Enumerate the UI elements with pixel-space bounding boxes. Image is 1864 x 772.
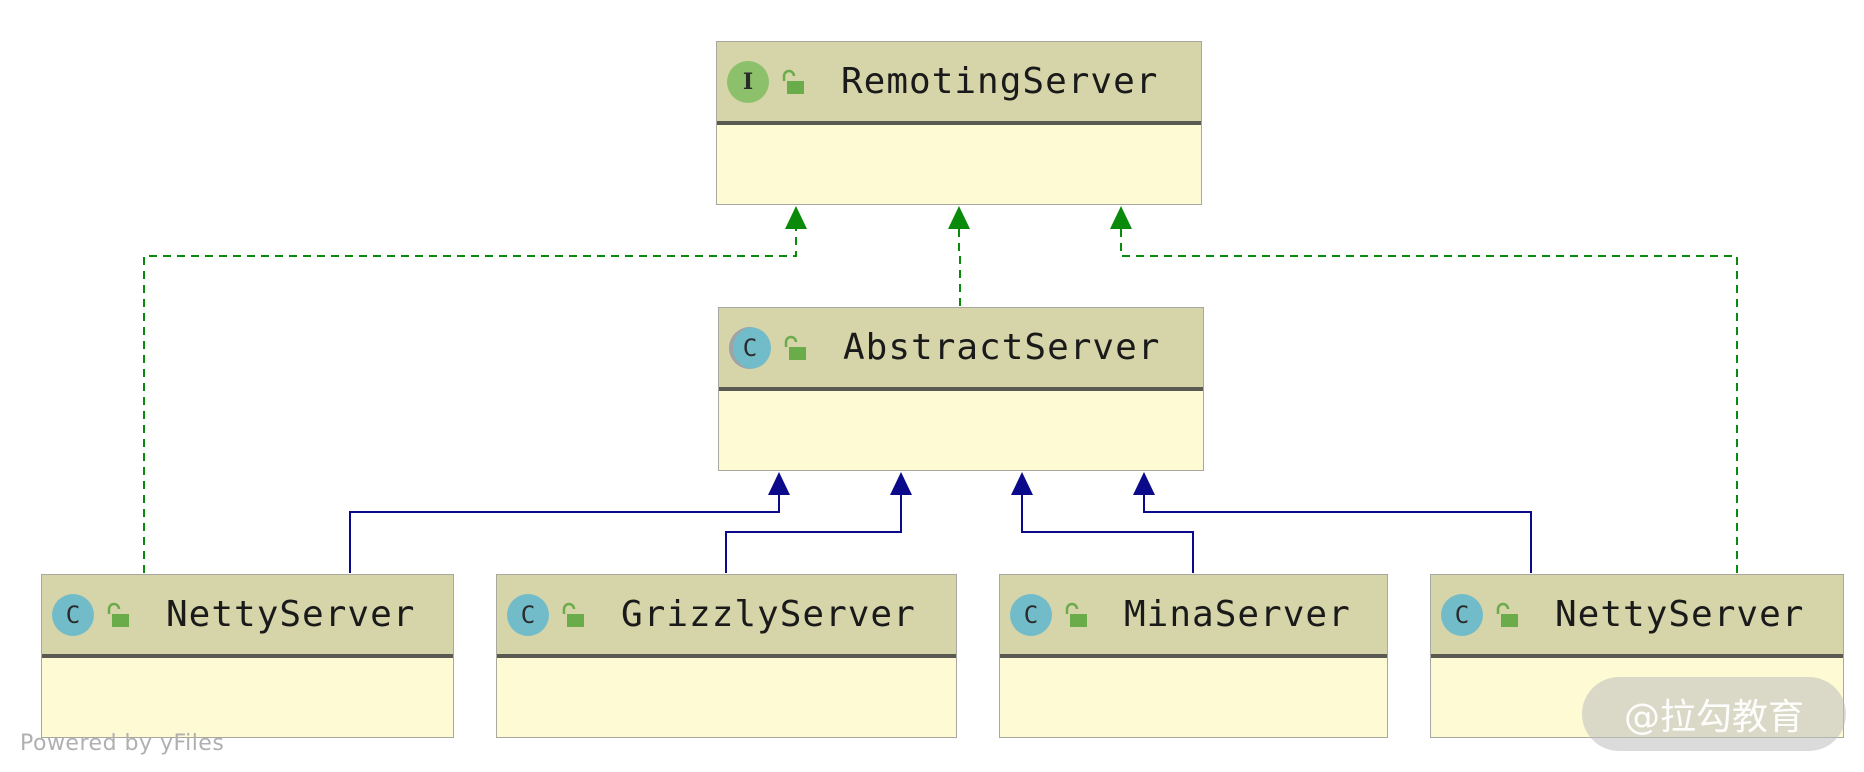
class-header: C MinaServer	[1000, 575, 1387, 658]
class-header: C NettyServer	[42, 575, 453, 658]
edge-netty1-extends-abstract	[349, 494, 780, 573]
class-name: NettyServer	[166, 594, 416, 635]
class-header: I RemotingServer	[717, 42, 1201, 125]
arrowhead-extends	[768, 472, 790, 495]
class-name: GrizzlyServer	[621, 594, 916, 635]
class-name: MinaServer	[1124, 594, 1351, 635]
abstract-class-icon: C	[729, 326, 771, 369]
unlock-icon	[562, 602, 584, 627]
edge-abstract-implements-remoting	[958, 228, 961, 306]
edge-netty2-implements-remoting	[1120, 228, 1738, 573]
class-node-netty-server[interactable]: C NettyServer	[41, 574, 454, 738]
class-icon: C	[1010, 593, 1052, 636]
interface-icon: I	[727, 60, 769, 103]
edge-mina-extends-abstract	[1021, 494, 1194, 573]
arrowhead-extends	[890, 472, 912, 495]
class-name: RemotingServer	[841, 61, 1159, 102]
class-header: C GrizzlyServer	[497, 575, 956, 658]
arrowhead-implements	[785, 206, 807, 229]
edge-grizzly-extends-abstract	[725, 494, 902, 573]
powered-by-footer: Powered by yFiles	[20, 731, 225, 756]
unlock-icon	[1496, 602, 1518, 627]
arrowhead-implements	[948, 206, 970, 229]
unlock-icon	[782, 69, 804, 94]
arrowhead-implements	[1110, 206, 1132, 229]
unlock-icon	[1065, 602, 1087, 627]
class-header: C AbstractServer	[719, 308, 1203, 391]
arrowhead-extends	[1011, 472, 1033, 495]
arrowhead-extends	[1133, 472, 1155, 495]
class-node-abstract-server[interactable]: C AbstractServer	[718, 307, 1204, 471]
unlock-icon	[107, 602, 129, 627]
watermark-badge: @拉勾教育	[1582, 677, 1846, 751]
class-node-mina-server[interactable]: C MinaServer	[999, 574, 1388, 738]
class-name: AbstractServer	[843, 327, 1161, 368]
edge-netty2-extends-abstract	[1143, 494, 1532, 573]
class-node-grizzly-server[interactable]: C GrizzlyServer	[496, 574, 957, 738]
unlock-icon	[784, 335, 806, 360]
class-header: C NettyServer	[1431, 575, 1843, 658]
class-node-remoting-server[interactable]: I RemotingServer	[716, 41, 1202, 205]
class-name: NettyServer	[1555, 594, 1805, 635]
edge-netty1-implements-remoting	[143, 228, 797, 573]
class-icon: C	[507, 593, 549, 636]
class-icon: C	[1441, 593, 1483, 636]
class-icon: C	[52, 593, 94, 636]
